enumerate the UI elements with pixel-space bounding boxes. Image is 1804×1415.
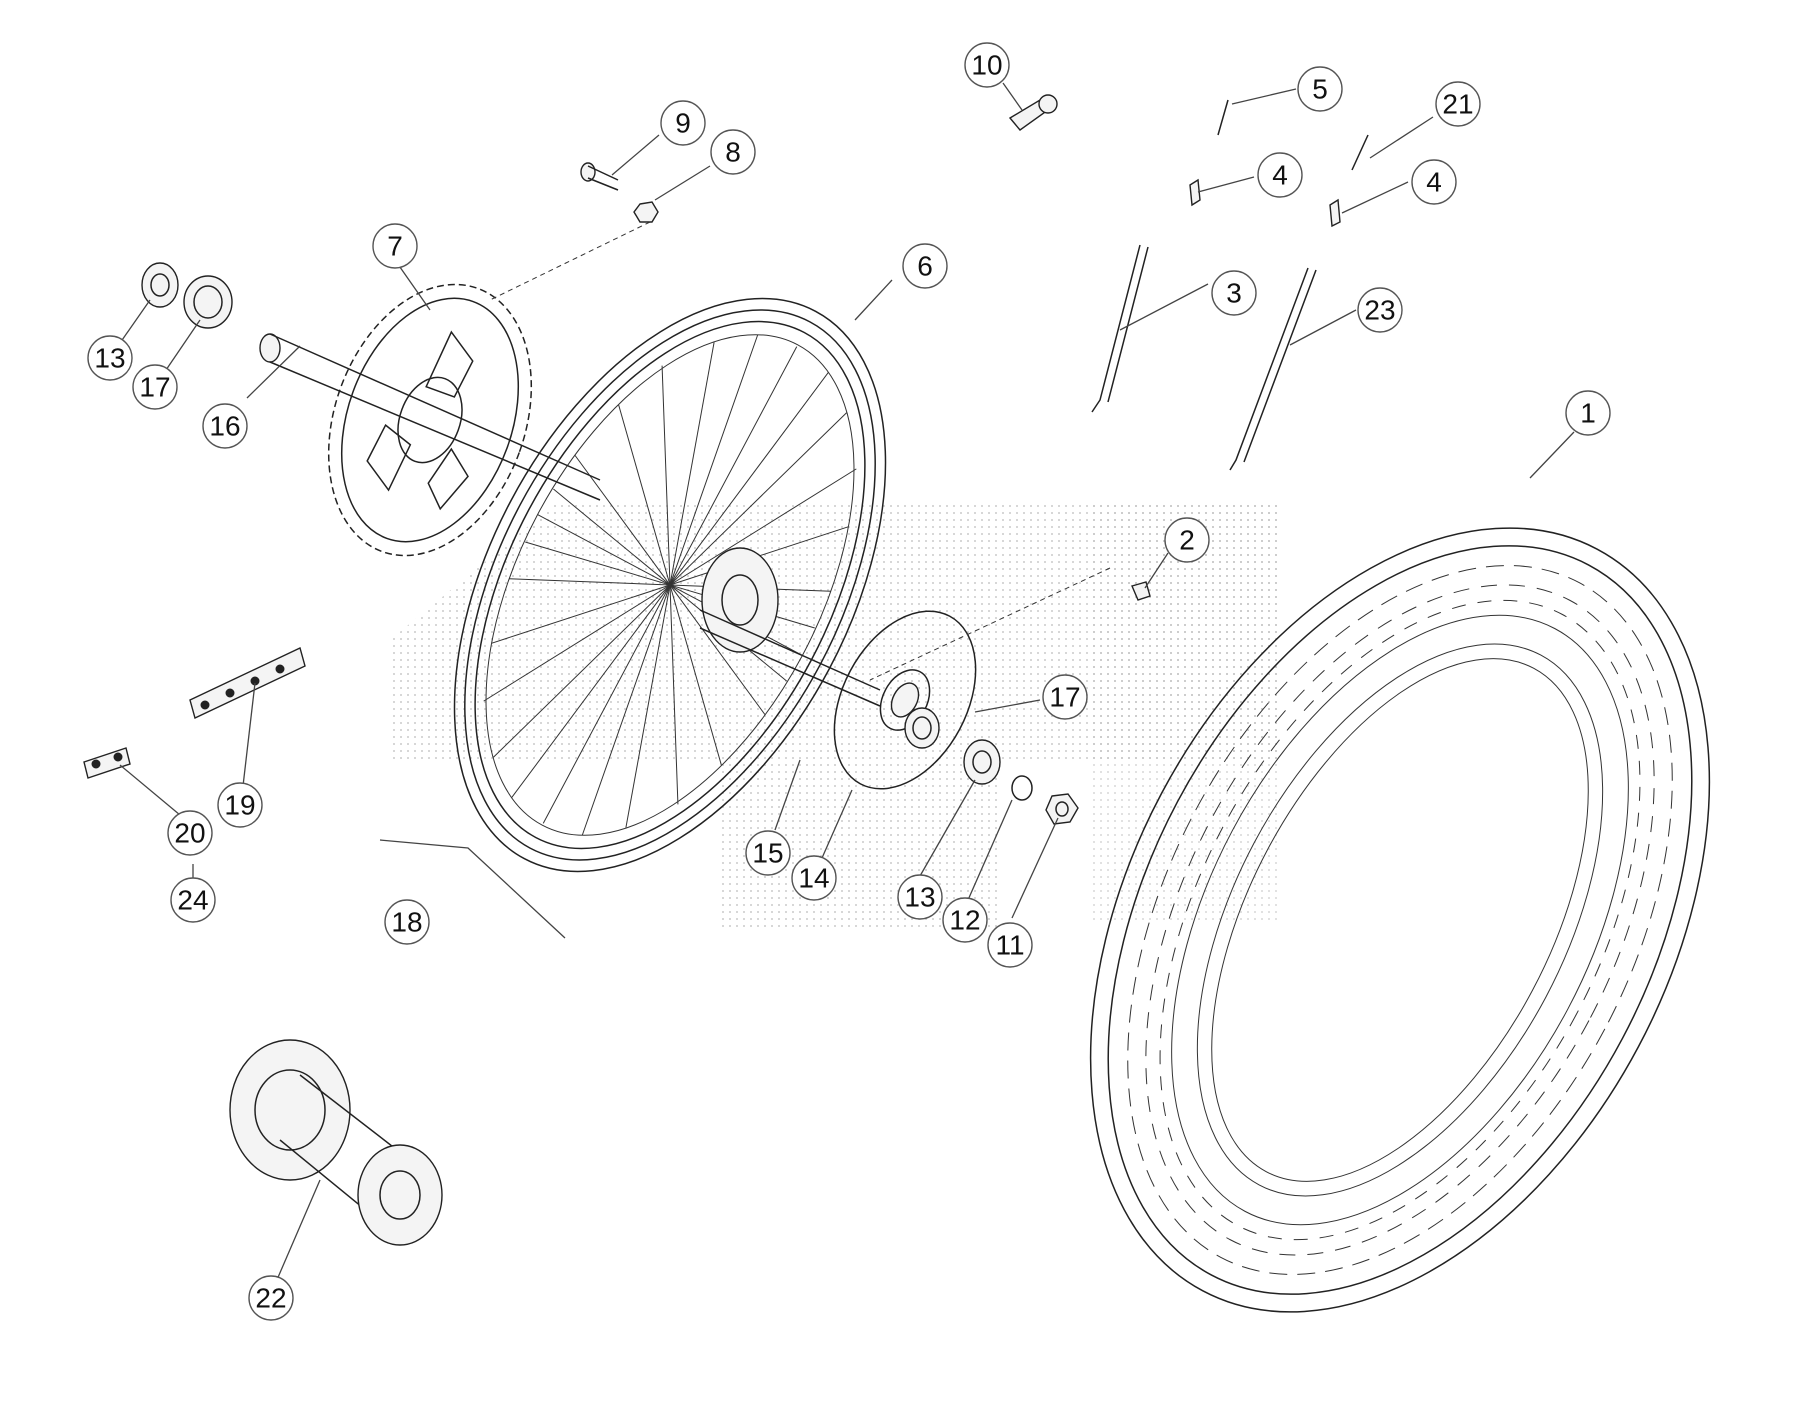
callout-6: 6 [902, 243, 948, 289]
callout-11: 11 [987, 922, 1033, 968]
washer-right [1011, 775, 1033, 801]
svg-text:14: 14 [798, 863, 829, 894]
callout-5: 5 [1297, 66, 1343, 112]
svg-text:13: 13 [904, 882, 935, 913]
spoke-long-left [1091, 244, 1149, 413]
svg-text:22: 22 [255, 1283, 286, 1314]
spoke-nipple-right [1329, 134, 1369, 228]
bolt-axis-line [489, 221, 651, 301]
callout-2: 2 [1164, 517, 1210, 563]
spoke-nipple-left [1189, 99, 1229, 207]
leader-lines [119, 82, 1575, 1283]
spacer-right [963, 739, 1001, 785]
callout-17-right: 17 [1042, 674, 1088, 720]
sprocket-bolt [580, 162, 619, 191]
wheel-hub [699, 547, 881, 707]
callout-15: 15 [745, 830, 791, 876]
callout-13-right: 13 [897, 874, 943, 920]
callout-23: 23 [1357, 287, 1403, 333]
svg-text:11: 11 [995, 930, 1024, 961]
svg-text:17: 17 [139, 372, 170, 403]
callout-12: 12 [942, 897, 988, 943]
svg-text:4: 4 [1272, 160, 1288, 191]
bearing-right [904, 707, 940, 749]
svg-text:15: 15 [752, 838, 783, 869]
svg-text:2: 2 [1179, 525, 1195, 556]
spokes [483, 334, 857, 836]
callout-1: 1 [1565, 390, 1611, 436]
callout-4-left: 4 [1257, 152, 1303, 198]
svg-text:3: 3 [1226, 278, 1242, 309]
svg-text:16: 16 [209, 411, 240, 442]
disc-bolt-axis-line [869, 567, 1111, 681]
callout-7: 7 [372, 223, 418, 269]
svg-text:23: 23 [1364, 295, 1395, 326]
callout-3: 3 [1211, 270, 1257, 316]
callout-17-left: 17 [132, 364, 178, 410]
bearing-left [183, 275, 233, 329]
svg-text:8: 8 [725, 137, 741, 168]
spoke-long-right [1229, 267, 1317, 471]
svg-text:19: 19 [224, 790, 255, 821]
tire [1089, 527, 1711, 1313]
sprocket-nut [633, 201, 659, 223]
svg-text:21: 21 [1442, 89, 1473, 120]
svg-text:7: 7 [387, 231, 403, 262]
callout-22: 22 [248, 1275, 294, 1321]
svg-text:10: 10 [971, 50, 1002, 81]
callout-19: 19 [217, 782, 263, 828]
callout-24: 24 [170, 877, 216, 923]
drive-chain [189, 647, 306, 719]
assembly-bracket [379, 839, 566, 939]
svg-text:5: 5 [1312, 74, 1328, 105]
hub-assembly [229, 1039, 443, 1246]
svg-text:12: 12 [949, 905, 980, 936]
callout-13-left: 13 [87, 335, 133, 381]
master-link [83, 747, 131, 779]
callout-14: 14 [791, 855, 837, 901]
svg-text:24: 24 [177, 885, 208, 916]
tire-valve [1008, 94, 1058, 131]
callout-16: 16 [202, 403, 248, 449]
callout-18: 18 [384, 899, 430, 945]
svg-text:1: 1 [1580, 398, 1596, 429]
svg-text:17: 17 [1049, 682, 1080, 713]
svg-text:20: 20 [174, 818, 205, 849]
axle-nut [1045, 793, 1079, 825]
callout-9: 9 [660, 100, 706, 146]
svg-text:9: 9 [675, 108, 691, 139]
svg-text:6: 6 [917, 251, 933, 282]
svg-text:13: 13 [94, 343, 125, 374]
callout-21: 21 [1435, 81, 1481, 127]
axle [259, 333, 601, 501]
callout-10: 10 [964, 42, 1010, 88]
callout-20: 20 [167, 810, 213, 856]
bearing-spacer-left [141, 262, 179, 308]
svg-text:4: 4 [1426, 167, 1442, 198]
svg-text:18: 18 [391, 907, 422, 938]
callout-4-right: 4 [1411, 159, 1457, 205]
callout-8: 8 [710, 129, 756, 175]
